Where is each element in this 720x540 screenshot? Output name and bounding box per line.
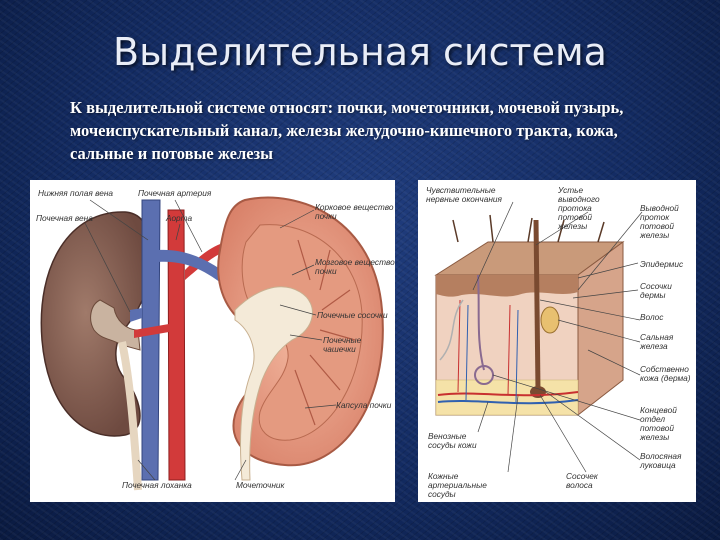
label-capsule: Капсула почки [336,400,392,410]
label-renal-papillae: Почечные сосочки [317,310,388,320]
label-sweat-gland-end: Концевой отдел потовой железы [640,405,677,442]
label-ureter: Мочеточник [236,480,285,490]
slide-intro-text: К выделительной системе относят: почки, … [70,98,624,163]
label-dermal-papillae: Сосочки дермы [640,281,672,300]
label-dermis: Собственно кожа (дерма) [640,364,691,383]
aorta-vessel [167,209,186,481]
label-renal-vein: Почечная вена [36,213,93,223]
left-renal-vein-vessel [130,308,142,322]
epidermis-layer [436,275,578,297]
label-venous-vessels: Венозные сосуды кожи [428,431,477,450]
label-cortex: Корковое вещество почки [315,202,394,221]
label-hair: Волос [640,312,664,322]
venous-vessel [437,399,579,405]
label-renal-artery: Почечная артерия [138,188,212,198]
skin-illustration [434,201,643,473]
nerve-fiber [439,299,464,361]
vena-cava-vessel [141,199,161,481]
label-renal-pelvis: Почечная лоханка [122,480,192,490]
left-renal-artery-vessel [134,324,169,338]
subcutaneous-layer [435,379,579,416]
label-epidermis: Эпидермис [640,259,684,269]
label-arterial-vessels: Кожные артериальные сосуды [428,471,487,499]
label-nerve-endings: Чувствительные нервные окончания [426,185,502,204]
kidney-illustration [40,196,384,491]
arterial-vessel [437,391,579,397]
left-kidney-pelvis [90,299,141,351]
label-excretory-duct: Выводной проток потовой железы [640,203,679,240]
slide-title: Выделительная система [113,30,607,74]
skin-diagram: Чувствительные нервные окончания Устье в… [418,180,696,502]
hair-follicle [533,219,541,391]
label-aorta: Аорта [166,213,193,223]
sebaceous-gland-shape [540,306,560,334]
label-renal-calyces: Почечные чашечки [323,335,362,354]
right-renal-vein-vessel [158,249,235,290]
label-hair-bulb: Волосяная луковица [640,451,682,470]
label-sebaceous-gland: Сальная железа [640,332,674,351]
sweat-duct [477,274,485,371]
label-medulla: Мозговое вещество почки [315,257,395,276]
label-hair-papilla: Сосочек волоса [566,471,598,490]
kidney-diagram: Нижняя полая вена Почечная артерия Почеч… [30,180,395,502]
label-inferior-vena-cava: Нижняя полая вена [38,188,114,198]
label-duct-mouth: Устье выводного протока потовой железы [558,185,600,231]
left-ureter [118,341,142,491]
